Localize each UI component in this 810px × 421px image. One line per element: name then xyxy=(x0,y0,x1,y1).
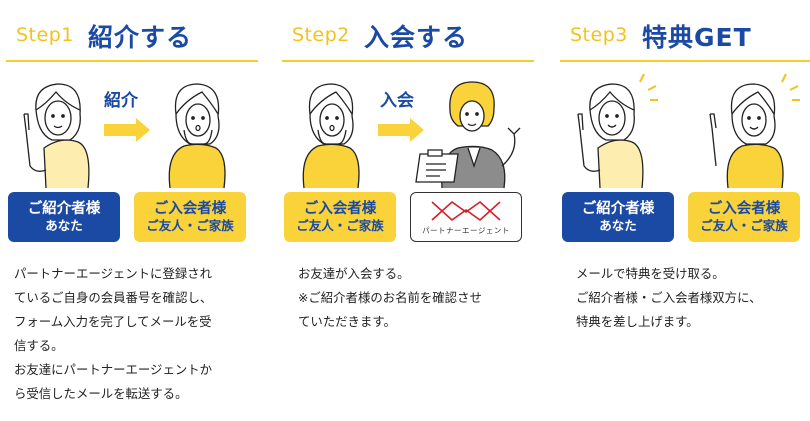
badge-line2: あなた xyxy=(599,218,637,234)
desc-line: お友達にパートナーエージェントか xyxy=(14,362,213,377)
step-1-description: パートナーエージェントに登録され ているご自身の会員番号を確認し、 フォーム入力… xyxy=(14,262,264,406)
woman-pointing-icon xyxy=(577,83,644,189)
staff-woman-icon xyxy=(415,81,521,189)
referrer-badge: ご紹介者様 あなた xyxy=(562,192,674,242)
badge-line2: あなた xyxy=(45,218,83,234)
step-1-illustration: 紹介 xyxy=(6,70,258,190)
introduce-illustration: 紹介 xyxy=(23,83,226,189)
desc-line: ていただきます。 xyxy=(298,314,396,329)
referee-badge: ご入会者様 ご友人・ご家族 xyxy=(284,192,396,242)
badge-line1: ご紹介者様 xyxy=(581,201,655,218)
reward-illustration xyxy=(577,73,800,189)
desc-line: お友達が入会する。 xyxy=(298,266,410,281)
desc-line: 信する。 xyxy=(14,338,64,353)
step-3-title: 特典GET xyxy=(642,23,752,52)
badge-line1: ご入会者様 xyxy=(303,201,377,218)
badge-line1: ご入会者様 xyxy=(707,201,781,218)
step-2-header: Step2 入会する xyxy=(282,12,534,62)
woman-surprised-icon xyxy=(168,83,226,189)
desc-line: メールで特典を受け取る。 xyxy=(576,266,725,281)
step-3-label: Step3 xyxy=(570,24,628,46)
step-3-header: Step3 特典GET xyxy=(560,12,810,62)
step-1-header: Step1 紹介する xyxy=(6,12,258,62)
woman-surprised-icon xyxy=(302,83,360,189)
step-3-description: メールで特典を受け取る。 ご紹介者様・ご入会者様双方に、 特典を差し上げます。 xyxy=(576,262,810,334)
badge-line2: ご友人・ご家族 xyxy=(700,218,788,234)
step-3-illustration xyxy=(560,70,810,190)
step-3: Step3 特典GET xyxy=(560,0,810,421)
step-1: Step1 紹介する 紹介 xyxy=(6,0,268,421)
sparkle-icon xyxy=(639,73,658,101)
arrow-label: 入会 xyxy=(380,90,414,111)
partner-agent-logo-icon xyxy=(431,201,501,222)
arrow-right-icon xyxy=(104,118,150,142)
step-2-title: 入会する xyxy=(364,23,469,52)
desc-line: ているご自身の会員番号を確認し、 xyxy=(14,290,213,305)
badge-line1: ご入会者様 xyxy=(153,201,227,218)
desc-line: ※ご紹介者様のお名前を確認させ xyxy=(298,290,482,305)
step-2: Step2 入会する 入会 xyxy=(282,0,544,421)
sparkle-icon xyxy=(781,73,800,101)
desc-line: 特典を差し上げます。 xyxy=(576,314,699,329)
step-2-illustration: 入会 xyxy=(282,70,534,190)
join-illustration: 入会 xyxy=(302,81,521,189)
referee-badge: ご入会者様 ご友人・ご家族 xyxy=(134,192,246,242)
logo-text: パートナーエージェント xyxy=(422,226,510,236)
desc-line: パートナーエージェントに登録され xyxy=(14,266,213,281)
step-1-title: 紹介する xyxy=(88,23,193,52)
desc-line: ら受信したメールを転送する。 xyxy=(14,386,188,401)
woman-pointing-icon xyxy=(23,83,90,189)
badge-line2: ご友人・ご家族 xyxy=(296,218,384,234)
desc-line: フォーム入力を完了してメールを受 xyxy=(14,314,212,329)
step-1-label: Step1 xyxy=(16,24,74,46)
referee-badge: ご入会者様 ご友人・ご家族 xyxy=(688,192,800,242)
arrow-right-icon xyxy=(378,118,424,142)
arrow-label: 紹介 xyxy=(104,90,139,111)
desc-line: ご紹介者様・ご入会者様双方に、 xyxy=(576,290,762,305)
partner-agent-logo-badge: パートナーエージェント xyxy=(410,192,522,242)
badge-line1: ご紹介者様 xyxy=(27,201,101,218)
woman-pointing-icon xyxy=(709,83,784,189)
badge-line2: ご友人・ご家族 xyxy=(146,218,234,234)
referrer-badge: ご紹介者様 あなた xyxy=(8,192,120,242)
step-2-description: お友達が入会する。 ※ご紹介者様のお名前を確認させ ていただきます。 xyxy=(298,262,548,334)
step-2-label: Step2 xyxy=(292,24,350,46)
